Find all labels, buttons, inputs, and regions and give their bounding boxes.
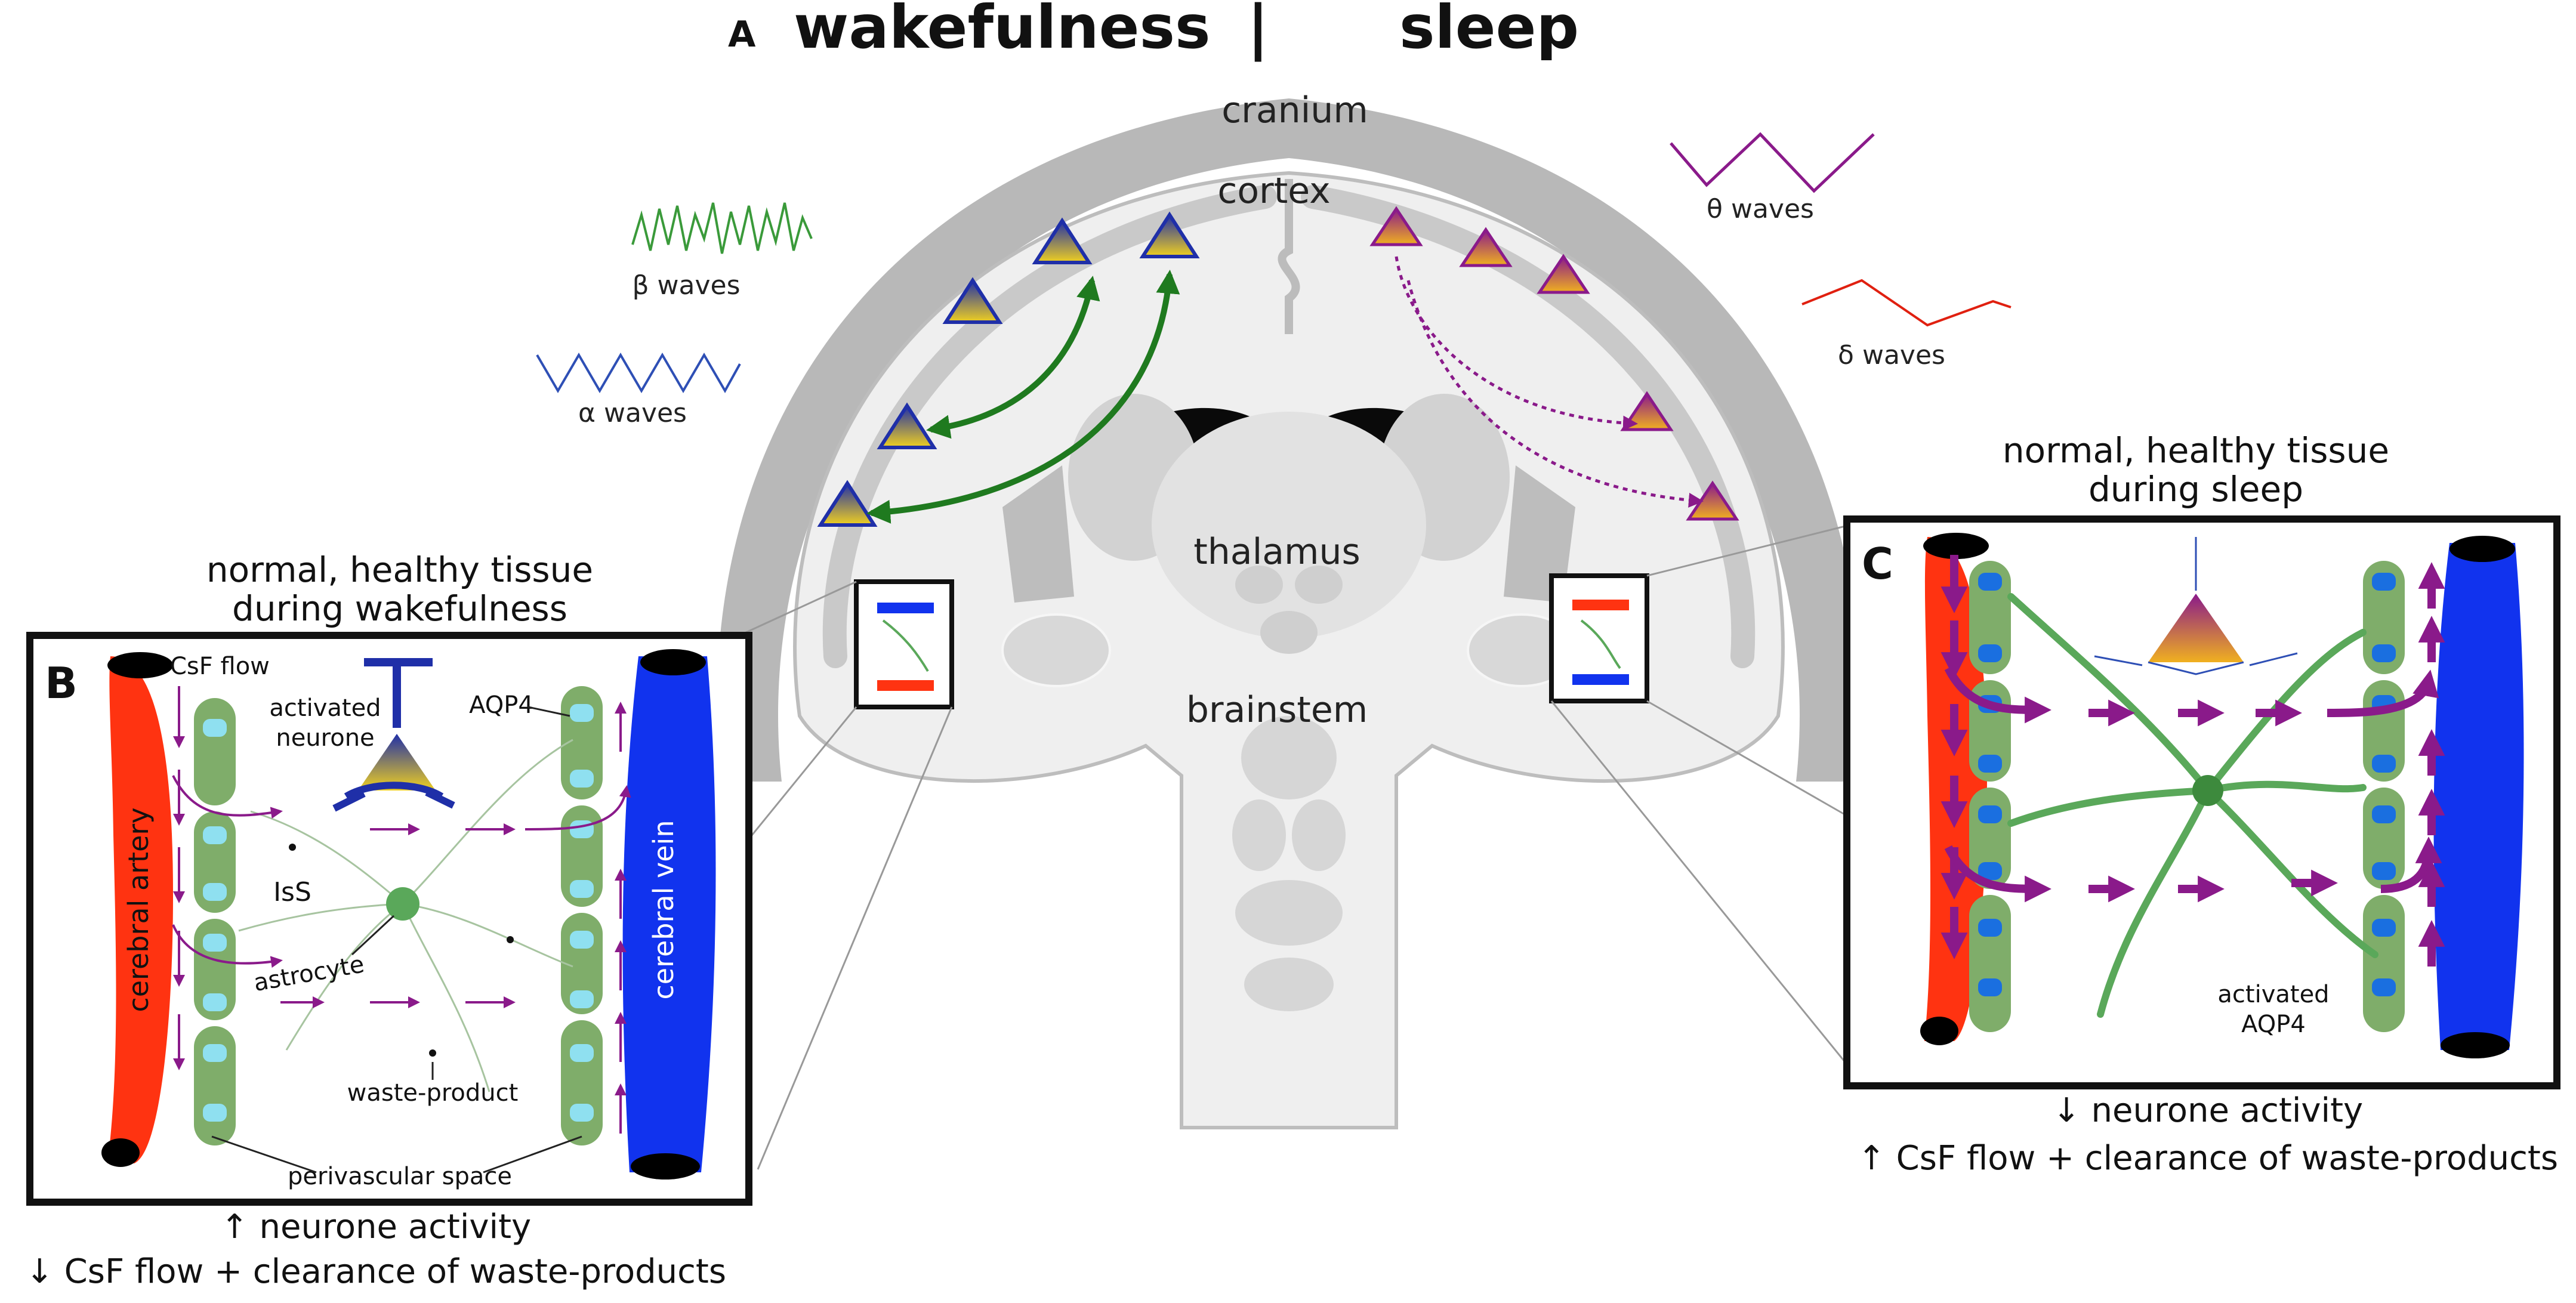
inset-box-wake xyxy=(854,579,954,709)
insula-right xyxy=(1504,465,1575,603)
perivascular-right xyxy=(2363,561,2405,1032)
artery-opening xyxy=(1923,533,1989,559)
label-cranium: cranium xyxy=(1221,89,1368,131)
beta-wave-label: β waves xyxy=(632,270,740,301)
astrocyte-icon xyxy=(2007,593,2378,1018)
artery-opening xyxy=(101,1138,140,1167)
neuron-icon xyxy=(1459,227,1513,267)
leader-lines xyxy=(745,524,1851,1170)
hippocampus-left xyxy=(1001,613,1111,687)
delta-wave xyxy=(1801,279,2012,327)
aqp4-channels-b xyxy=(203,704,594,1122)
label-csf-flow: CsF flow xyxy=(170,653,270,680)
label-cortex: cortex xyxy=(1217,170,1330,212)
perivascular-pointer xyxy=(211,1135,317,1174)
waste-particle xyxy=(429,1049,436,1057)
panel-c: normal, healthy tissue during sleep C xyxy=(1843,430,2560,1178)
panel-a: A wakefulness | sleep cranium cortex tha… xyxy=(536,0,2012,1170)
alpha-wave-label: α waves xyxy=(578,398,687,428)
panel-b: normal, healthy tissue during wakefulnes… xyxy=(26,549,752,1291)
neuron-icon xyxy=(817,480,878,527)
brainstem-nucleus xyxy=(1235,566,1283,604)
astrocyte-icon xyxy=(238,739,573,1092)
csf-flow-arrows-b xyxy=(172,686,631,1134)
label-iss: IsS xyxy=(273,877,311,907)
label-thalamus: thalamus xyxy=(1193,531,1361,573)
artery-opening xyxy=(107,652,173,678)
panel-c-letter: C xyxy=(1862,539,1893,589)
panel-b-footer-2: ↓ CsF flow + clearance of waste-products xyxy=(26,1252,726,1291)
label-cerebral-artery: cerebral artery xyxy=(122,807,155,1012)
thalamus-shape xyxy=(1152,412,1426,638)
brainstem-nucleus xyxy=(1260,611,1318,654)
panel-c-footer-2: ↑ CsF flow + clearance of waste-products xyxy=(1858,1139,2558,1178)
sleep-connection-arrow xyxy=(1395,256,1638,431)
label-perivascular-space: perivascular space xyxy=(288,1163,512,1190)
label-activated-aqp4-2: AQP4 xyxy=(2241,1011,2306,1038)
panel-c-heading-2: during sleep xyxy=(2088,469,2303,510)
resting-neurone-icon xyxy=(2094,537,2298,675)
waste-particle xyxy=(289,844,296,851)
label-activated-neurone-1: activated xyxy=(269,694,381,722)
neuron-icon xyxy=(1032,217,1093,264)
panel-b-heading-1: normal, healthy tissue xyxy=(206,549,593,590)
activated-neurone-icon xyxy=(332,658,455,812)
panel-b-footer-1: ↑ neurone activity xyxy=(221,1208,531,1246)
label-aqp4: AQP4 xyxy=(469,691,533,719)
panel-b-letter: B xyxy=(45,658,78,708)
sleep-connection-arrow xyxy=(1406,280,1704,508)
artery-opening xyxy=(1920,1017,1958,1045)
aqp4-channels-c xyxy=(1978,573,2396,996)
panel-c-heading-1: normal, healthy tissue xyxy=(2003,430,2389,471)
neuron-icon xyxy=(1139,211,1200,258)
panel-c-footer-1: ↓ neurone activity xyxy=(2053,1091,2363,1130)
perivascular-pointer xyxy=(483,1135,582,1174)
panel-b-heading-2: during wakefulness xyxy=(232,588,567,629)
cerebral-artery xyxy=(107,656,173,1163)
brainstem-nucleus xyxy=(1292,799,1346,871)
vein-opening xyxy=(2441,1032,2510,1058)
theta-wave xyxy=(1670,132,1875,193)
label-activated-aqp4-1: activated xyxy=(2217,981,2329,1008)
title-wakefulness: wakefulness xyxy=(794,0,1211,62)
panel-a-letter: A xyxy=(728,14,756,55)
alpha-wave xyxy=(536,353,741,394)
neuron-icon xyxy=(1369,206,1423,246)
label-waste-product: waste-product xyxy=(347,1079,519,1107)
title-sleep: sleep xyxy=(1399,0,1579,62)
midline-fissure xyxy=(1278,179,1300,334)
vein-opening xyxy=(631,1153,700,1180)
brainstem-nucleus xyxy=(1235,880,1343,946)
title-separator: | xyxy=(1247,0,1269,62)
label-cerebral-vein: cerebral vein xyxy=(647,820,680,1000)
wake-connection-arrow xyxy=(866,270,1180,524)
csf-flow-arrows-c xyxy=(1941,555,2445,967)
neuron-icon xyxy=(1537,254,1590,294)
brainstem-nucleus xyxy=(1232,799,1286,871)
vein-opening xyxy=(2449,536,2515,562)
waste-particle xyxy=(507,936,514,943)
brainstem-nucleus xyxy=(1241,716,1337,799)
aqp4-pointer xyxy=(527,706,570,717)
cerebral-vein xyxy=(2433,543,2524,1050)
brainstem-nucleus xyxy=(1244,958,1334,1011)
beta-wave xyxy=(631,202,813,254)
label-brainstem: brainstem xyxy=(1186,689,1368,731)
cerebral-vein xyxy=(622,656,716,1172)
label-activated-neurone-2: neurone xyxy=(276,724,374,752)
delta-wave-label: δ waves xyxy=(1838,340,1945,370)
theta-wave-label: θ waves xyxy=(1707,194,1814,224)
inset-box-sleep xyxy=(1549,573,1649,703)
vein-opening xyxy=(640,649,706,675)
astrocyte-pointer xyxy=(351,915,395,956)
brainstem-nucleus xyxy=(1295,566,1343,604)
perivascular-left xyxy=(1969,561,2011,1032)
